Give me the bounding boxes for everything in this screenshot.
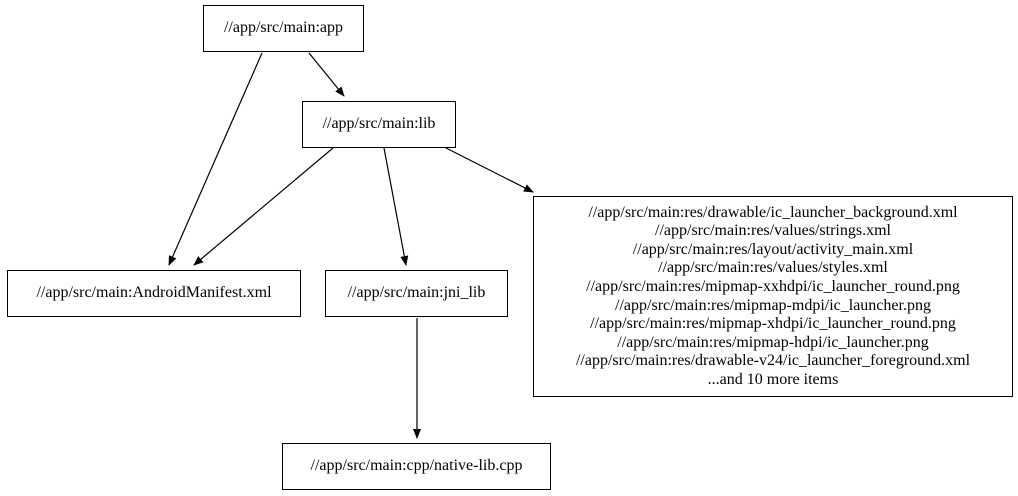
- node-res-group: //app/src/main:res/drawable/ic_launcher_…: [533, 196, 1013, 397]
- res-group-line: //app/src/main:res/mipmap-xhdpi/ic_launc…: [590, 315, 956, 333]
- res-group-more-items: ...and 10 more items: [707, 370, 839, 388]
- node-lib: //app/src/main:lib: [302, 101, 456, 148]
- res-group-line: //app/src/main:res/mipmap-hdpi/ic_launch…: [617, 333, 929, 351]
- edge-lib-to-res-group: [445, 147, 534, 193]
- edge-app-to-lib: [308, 52, 345, 97]
- res-group-line: //app/src/main:res/mipmap-xxhdpi/ic_laun…: [586, 277, 960, 295]
- res-group-line: //app/src/main:res/mipmap-mdpi/ic_launch…: [615, 296, 931, 314]
- node-android-manifest-label: //app/src/main:AndroidManifest.xml: [36, 284, 272, 302]
- edge-app-to-android-manifest: [168, 52, 263, 266]
- edge-lib-to-android-manifest: [193, 147, 334, 266]
- res-group-line: //app/src/main:res/drawable/ic_launcher_…: [588, 203, 958, 221]
- res-group-line: //app/src/main:res/values/strings.xml: [655, 222, 891, 240]
- res-group-line: //app/src/main:res/drawable-v24/ic_launc…: [575, 352, 971, 370]
- node-android-manifest: //app/src/main:AndroidManifest.xml: [7, 270, 301, 317]
- edge-lib-to-jni-lib: [383, 147, 409, 266]
- node-lib-label: //app/src/main:lib: [322, 115, 436, 133]
- node-jni-lib: //app/src/main:jni_lib: [325, 270, 508, 317]
- node-native-lib-cpp-label: //app/src/main:cpp/native-lib.cpp: [310, 457, 523, 475]
- node-jni-lib-label: //app/src/main:jni_lib: [347, 284, 486, 302]
- node-app: //app/src/main:app: [203, 5, 364, 52]
- res-group-line: //app/src/main:res/values/styles.xml: [658, 259, 888, 277]
- res-group-line: //app/src/main:res/layout/activity_main.…: [632, 240, 914, 258]
- node-app-label: //app/src/main:app: [223, 19, 344, 37]
- node-native-lib-cpp: //app/src/main:cpp/native-lib.cpp: [282, 443, 551, 490]
